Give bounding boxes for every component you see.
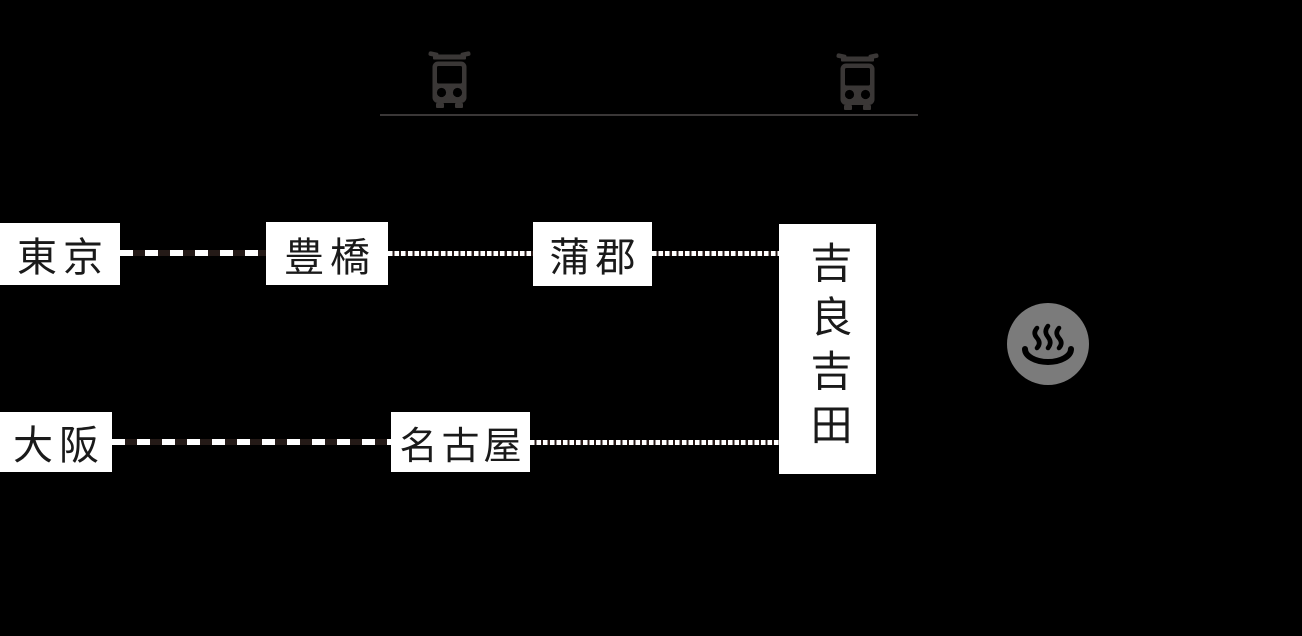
route-line-gamagori-kirayoshida-rail — [652, 251, 779, 256]
route-line-toyohashi-gamagori-rail — [388, 251, 533, 256]
station-label-kira-yoshida: 吉良吉田 — [804, 241, 850, 457]
station-box-nagoya: 名古屋 — [391, 412, 530, 472]
station-label-osaka: 大阪 — [13, 423, 105, 468]
station-label-nagoya: 名古屋 — [399, 425, 526, 468]
station-label-tokyo: 東京 — [17, 235, 109, 280]
station-box-osaka: 大阪 — [0, 412, 112, 472]
station-box-kira-yoshida: 吉良吉田 — [779, 224, 876, 474]
station-label-toyohashi: 豊橋 — [284, 234, 376, 280]
train-icon — [427, 48, 472, 108]
route-line-osaka-nagoya-dashed — [112, 439, 391, 445]
route-line-nagoya-kirayoshida-rail — [530, 440, 779, 445]
train-icon — [835, 50, 880, 110]
header-divider-line — [380, 114, 918, 116]
station-box-gamagori: 蒲郡 — [533, 222, 652, 286]
route-line-tokyo-toyohashi-dashed — [120, 250, 266, 256]
hot-spring-onsen-icon — [1006, 302, 1090, 386]
station-box-toyohashi: 豊橋 — [266, 222, 388, 285]
station-label-gamagori: 蒲郡 — [549, 235, 642, 280]
station-box-tokyo: 東京 — [0, 223, 120, 285]
